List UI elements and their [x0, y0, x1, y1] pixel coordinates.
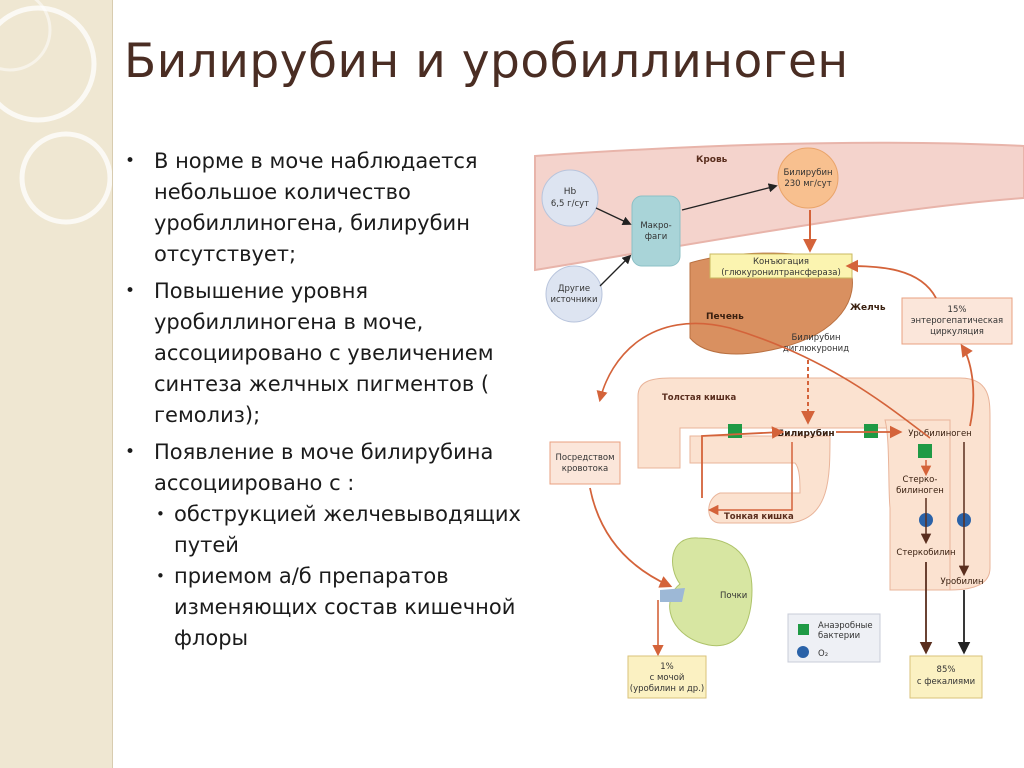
- colon-right-segment: [884, 419, 951, 591]
- slide-title: Билирубин и уробиллиноген: [124, 34, 849, 89]
- kidney-label: Почки: [720, 591, 747, 601]
- sub-bullet-text: приемом а/б препаратов изменяющих состав…: [174, 564, 516, 650]
- bilirubin-diglucuronide-label-2: диглюкуронид: [783, 344, 849, 354]
- bile-label: Желчь: [850, 303, 886, 313]
- blood-route-label: Посредством: [555, 453, 614, 463]
- enterohepatic-label: энтерогепатическая: [911, 316, 1003, 326]
- enterohepatic-percent: 15%: [948, 305, 967, 315]
- urine-label-2: (уробилин и др.): [630, 684, 704, 694]
- sub-bullet-list: обструкцией желчевыводящих путей приемом…: [154, 499, 522, 654]
- arrow-bilirubin-loop: [707, 442, 793, 516]
- feces-percent: 85%: [937, 665, 956, 675]
- arrow-macrophages-to-bilirubin: [681, 183, 778, 211]
- sub-bullet-text: обструкцией желчевыводящих путей: [174, 502, 521, 557]
- bilirubin-metabolism-diagram: Кровь Hb 6,5 г/сут Другие источники Макр…: [534, 141, 1024, 699]
- kidney-shape: [669, 537, 753, 647]
- bilirubin-mid-label: Билирубин: [777, 428, 834, 439]
- urobilin-label: Уробилин: [940, 577, 983, 587]
- arrow-urobilinogen-to-blood-route: [596, 322, 931, 439]
- hb-label: Hb: [564, 187, 577, 197]
- bacteria-marker: [728, 424, 742, 438]
- bullet-text: Повышение уровня уробиллиногена в моче, …: [154, 279, 494, 427]
- arrow-enterohepatic-to-liver: [845, 259, 937, 299]
- arrow-urobilinogen-to-enterohepatic: [960, 343, 975, 427]
- conjugation-box: [709, 253, 853, 279]
- urine-label: с мочой: [650, 673, 685, 683]
- colon-label: Толстая кишка: [662, 393, 737, 403]
- stercobilinogen-label-2: билиноген: [896, 486, 944, 496]
- urobilinogen-label: Уробилиноген: [908, 429, 972, 439]
- feces-box: [909, 655, 983, 699]
- other-sources-label-2: источники: [550, 295, 597, 305]
- bullet-item: Повышение уровня уробиллиногена в моче, …: [122, 276, 522, 431]
- bilirubin-circle: [777, 147, 839, 209]
- arrow-intestine-to-bilirubin: [701, 426, 785, 498]
- bilirubin-diglucuronide-label: Билирубин: [791, 333, 840, 343]
- arrow-hb-to-macrophages: [595, 207, 632, 226]
- liver-label: Печень: [706, 312, 744, 322]
- bacteria-marker: [918, 444, 932, 458]
- bullet-list: В норме в моче наблюдается небольшое кол…: [122, 146, 522, 660]
- macrophages-label-2: фаги: [645, 232, 667, 242]
- legend-o2-label: O₂: [818, 649, 828, 659]
- legend-bacteria-swatch: [798, 624, 809, 635]
- blood-vessel-shape: [534, 141, 1024, 272]
- ureter-shape: [660, 588, 685, 602]
- other-sources-label: Другие: [558, 284, 590, 294]
- bullet-text: В норме в моче наблюдается небольшое кол…: [154, 149, 478, 266]
- conjugation-enzyme: (глюкуронилтрансфераза): [721, 268, 841, 278]
- sub-bullet-item: приемом а/б препаратов изменяющих состав…: [154, 561, 522, 654]
- blood-route-box: [549, 441, 621, 485]
- urine-percent: 1%: [660, 662, 674, 672]
- blood-label: Кровь: [696, 155, 728, 165]
- bilirubin-top-amount: 230 мг/сут: [784, 179, 831, 189]
- macrophages-label: Макро-: [640, 221, 671, 231]
- legend-bacteria-label: Анаэробные: [818, 621, 873, 631]
- stercobilin-label: Стеркобилин: [896, 548, 955, 558]
- hb-amount: 6,5 г/сут: [551, 199, 589, 209]
- stercobilinogen-label: Стерко-: [903, 475, 938, 485]
- legend-bacteria-label-2: бактерии: [818, 631, 860, 641]
- decorative-side-band: [0, 0, 113, 768]
- bullet-item: Появление в моче билирубина ассоциирован…: [122, 437, 522, 654]
- enterohepatic-box: [901, 297, 1013, 345]
- macrophages-box: [631, 195, 681, 267]
- arrow-other-to-macrophages: [599, 254, 632, 287]
- band-circles-decoration: [0, 0, 112, 225]
- conjugation-label: Конъюгация: [753, 257, 809, 267]
- bullet-text: Появление в моче билирубина ассоциирован…: [154, 440, 494, 495]
- urine-box: [627, 655, 707, 699]
- small-intestine-label: Тонкая кишка: [724, 512, 794, 522]
- bilirubin-top-label: Билирубин: [783, 168, 832, 178]
- bullet-item: В норме в моче наблюдается небольшое кол…: [122, 146, 522, 270]
- sub-bullet-item: обструкцией желчевыводящих путей: [154, 499, 522, 561]
- enterohepatic-label-2: циркуляция: [930, 327, 984, 337]
- arrow-blood-route-to-kidney: [589, 487, 673, 588]
- hb-circle: [541, 169, 599, 227]
- legend-o2-swatch: [797, 646, 809, 658]
- blood-route-label-2: кровотока: [562, 464, 608, 474]
- other-sources-circle: [545, 265, 603, 323]
- feces-label: с фекалиями: [917, 677, 975, 687]
- bacteria-marker: [864, 424, 878, 438]
- small-intestine-shape: [689, 435, 831, 524]
